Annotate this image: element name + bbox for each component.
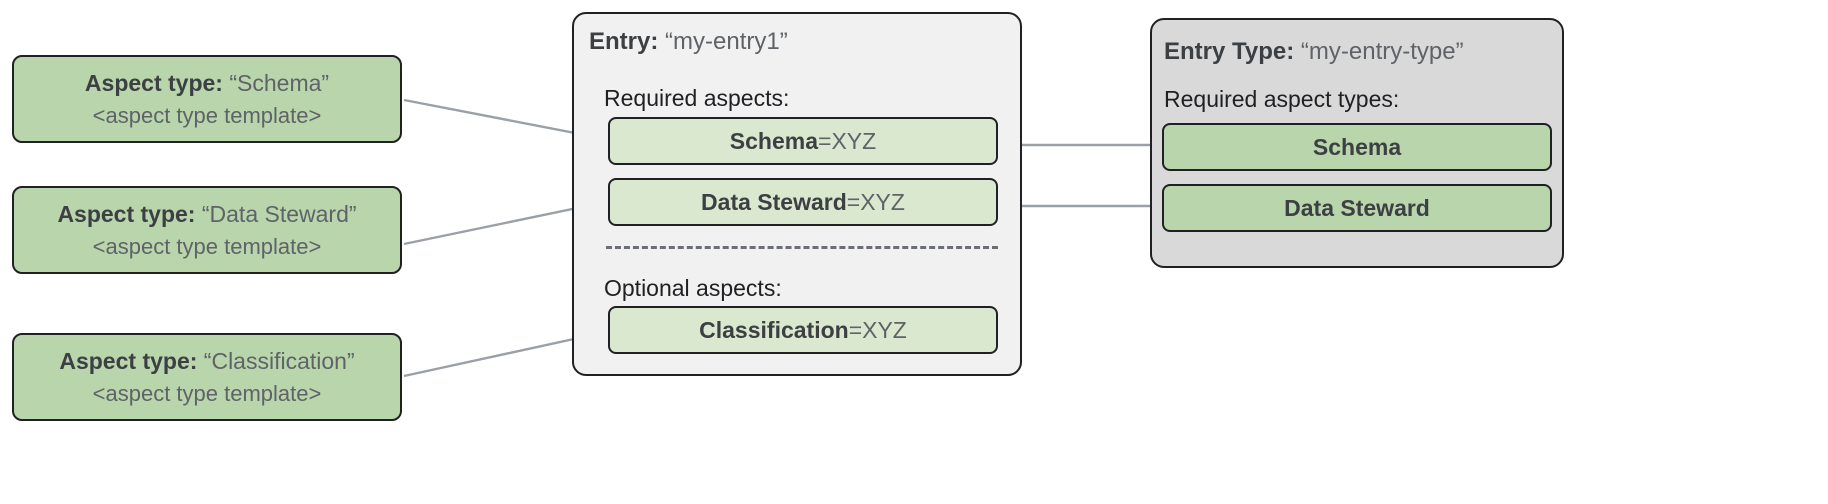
- entry-optional-aspects-label: Optional aspects:: [604, 275, 782, 301]
- entry-aspect-equals: =: [848, 316, 863, 343]
- entry-type-name: “my-entry-type”: [1300, 38, 1464, 65]
- entry-required-aspects-label: Required aspects:: [604, 85, 790, 111]
- entry-type-required-aspect-types-label: Required aspect types:: [1164, 86, 1400, 112]
- entry-aspect-name: Schema: [729, 127, 819, 154]
- entry-aspect-schema[interactable]: Schema = XYZ: [608, 117, 998, 165]
- entry-name: “my-entry1”: [665, 28, 788, 55]
- aspect-type-card-name: “Data Steward”: [201, 200, 357, 227]
- aspect-type-card-data-steward[interactable]: Aspect type: “Data Steward” <aspect type…: [12, 186, 402, 274]
- aspect-type-card-label: Aspect type:: [84, 69, 223, 96]
- aspect-type-card-title: Aspect type: “Classification”: [59, 347, 355, 374]
- entry-aspect-value: XYZ: [862, 316, 907, 343]
- entry-aspect-classification[interactable]: Classification = XYZ: [608, 306, 998, 354]
- aspect-type-card-label: Aspect type:: [59, 347, 198, 374]
- aspect-type-card-name: “Classification”: [203, 347, 355, 374]
- aspect-type-card-title: Aspect type: “Schema”: [84, 69, 330, 96]
- entry-sections-divider: [606, 246, 998, 249]
- entry-type-aspect-type-name: Schema: [1312, 133, 1402, 160]
- entry-aspect-value: XYZ: [860, 188, 905, 215]
- entry-type-aspect-type-data-steward[interactable]: Data Steward: [1162, 184, 1552, 232]
- aspect-type-card-title: Aspect type: “Data Steward”: [57, 200, 357, 227]
- entry-aspect-value: XYZ: [831, 127, 877, 154]
- aspect-type-card-label: Aspect type:: [57, 200, 196, 227]
- aspect-type-card-template: <aspect type template>: [92, 380, 322, 406]
- entry-aspect-name: Data Steward: [701, 188, 847, 215]
- entry-panel[interactable]: Entry: “my-entry1” Required aspects: Sch…: [572, 12, 1022, 376]
- entry-aspect-data-steward[interactable]: Data Steward = XYZ: [608, 178, 998, 226]
- entry-label: Entry:: [589, 28, 659, 55]
- aspect-type-card-name: “Schema”: [229, 69, 330, 96]
- entry-aspect-name: Classification: [699, 316, 849, 343]
- aspect-type-card-template: <aspect type template>: [92, 102, 322, 128]
- aspect-type-card-template: <aspect type template>: [92, 233, 322, 259]
- entry-type-label: Entry Type:: [1164, 38, 1295, 65]
- aspect-type-card-schema[interactable]: Aspect type: “Schema” <aspect type templ…: [12, 55, 402, 143]
- entry-aspect-equals: =: [818, 127, 832, 154]
- entry-type-aspect-type-name: Data Steward: [1284, 194, 1430, 221]
- entry-type-panel-title: Entry Type: “my-entry-type”: [1164, 40, 1464, 64]
- entry-type-panel[interactable]: Entry Type: “my-entry-type” Required asp…: [1150, 18, 1564, 268]
- entry-aspect-equals: =: [846, 188, 861, 215]
- entry-type-aspect-type-schema[interactable]: Schema: [1162, 123, 1552, 171]
- aspect-type-card-classification[interactable]: Aspect type: “Classification” <aspect ty…: [12, 333, 402, 421]
- entry-panel-title: Entry: “my-entry1”: [589, 30, 788, 54]
